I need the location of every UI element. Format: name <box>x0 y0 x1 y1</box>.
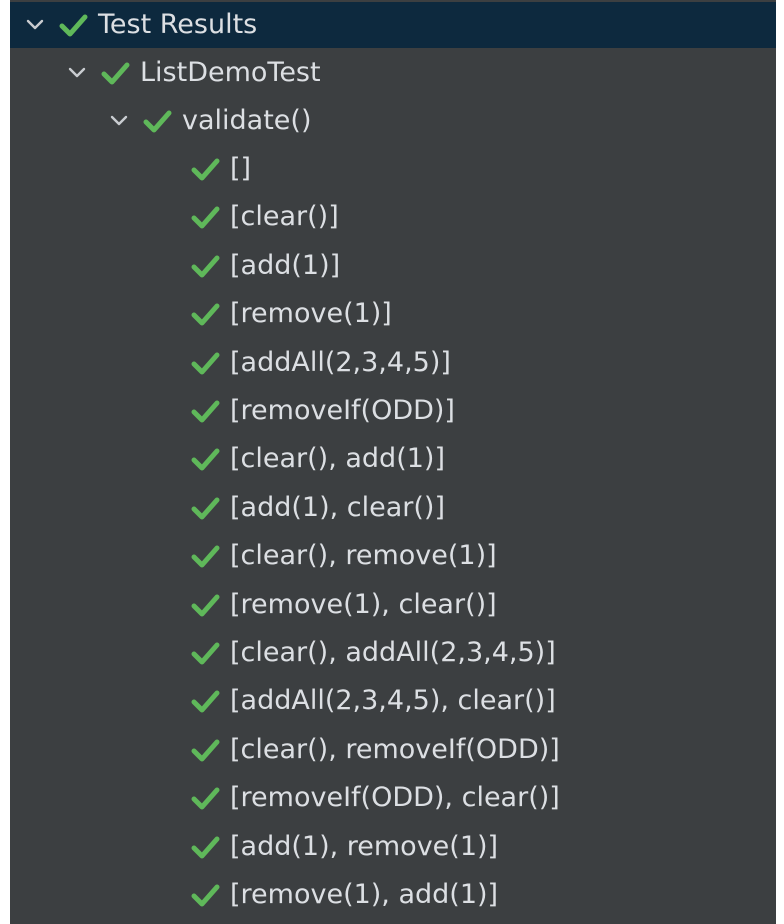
check-icon <box>190 398 220 424</box>
test-case-row[interactable]: [remove(1)] <box>10 290 776 338</box>
chevron-down-icon[interactable] <box>22 12 48 38</box>
test-case-row[interactable]: [clear(), remove(1)] <box>10 532 776 580</box>
test-case-label: [] <box>230 153 252 184</box>
test-case-label: [addAll(2,3,4,5), clear()] <box>230 685 556 717</box>
test-case-row[interactable]: [removeIf(ODD)] <box>10 387 776 435</box>
test-case-row[interactable]: [addAll(2,3,4,5)] <box>10 339 776 387</box>
tree-node-label: validate() <box>182 105 312 136</box>
tree-node-test-results[interactable]: Test Results <box>10 2 776 48</box>
check-icon <box>190 350 220 376</box>
check-icon <box>190 543 220 569</box>
check-icon <box>190 737 220 763</box>
check-icon <box>190 156 220 182</box>
check-icon <box>58 12 88 38</box>
check-icon <box>190 592 220 618</box>
tree-node-label: Test Results <box>98 9 258 40</box>
test-case-row[interactable]: [clear()] <box>10 193 776 241</box>
test-case-row[interactable]: [remove(1), clear()] <box>10 581 776 629</box>
check-icon <box>100 60 130 86</box>
chevron-down-icon[interactable] <box>64 60 90 86</box>
test-case-label: [removeIf(ODD), clear()] <box>230 782 560 814</box>
test-case-label: [remove(1)] <box>230 298 392 330</box>
test-case-row[interactable]: [remove(1), add(1)] <box>10 871 776 919</box>
check-icon <box>190 204 220 230</box>
test-case-row[interactable]: [removeIf(ODD), clear()] <box>10 774 776 822</box>
test-case-label: [clear(), remove(1)] <box>230 540 497 572</box>
test-case-label: [clear(), removeIf(ODD)] <box>230 733 560 765</box>
check-icon <box>190 834 220 860</box>
tree-node-validate[interactable]: validate() <box>10 97 776 145</box>
test-case-row[interactable]: [add(1), remove(1)] <box>10 823 776 871</box>
test-case-label: [add(1), clear()] <box>230 491 445 523</box>
test-case-row[interactable]: [] <box>10 145 776 193</box>
test-case-label: [remove(1), add(1)] <box>230 879 499 910</box>
test-case-label: [remove(1), clear()] <box>230 588 497 620</box>
tree-node-label: ListDemoTest <box>140 57 321 88</box>
tree-node-listdemotest[interactable]: ListDemoTest <box>10 49 776 97</box>
check-icon <box>190 688 220 714</box>
test-case-row[interactable]: [clear(), removeIf(ODD)] <box>10 726 776 774</box>
test-case-label: [addAll(2,3,4,5)] <box>230 346 451 378</box>
test-case-row[interactable]: [add(1)] <box>10 242 776 290</box>
check-icon <box>190 785 220 811</box>
test-case-row[interactable]: [add(1), clear()] <box>10 484 776 532</box>
check-icon <box>190 301 220 327</box>
check-icon <box>190 446 220 472</box>
check-icon <box>190 640 220 666</box>
test-case-row[interactable]: [addAll(2,3,4,5), clear()] <box>10 677 776 725</box>
test-case-label: [add(1)] <box>230 249 341 281</box>
check-icon <box>190 253 220 279</box>
test-case-label: [clear(), add(1)] <box>230 443 445 475</box>
chevron-down-icon[interactable] <box>106 108 132 134</box>
check-icon <box>190 495 220 521</box>
test-case-label: [clear()] <box>230 201 339 233</box>
test-case-label: [add(1), remove(1)] <box>230 830 499 862</box>
check-icon <box>190 882 220 908</box>
check-icon <box>142 108 172 134</box>
test-case-row[interactable]: [clear(), add(1)] <box>10 435 776 483</box>
test-case-label: [clear(), addAll(2,3,4,5)] <box>230 637 556 668</box>
test-case-row[interactable]: [clear(), addAll(2,3,4,5)] <box>10 629 776 677</box>
test-case-label: [removeIf(ODD)] <box>230 395 455 426</box>
test-results-panel: Test Results ListDemoTest validate() [] [… <box>10 0 776 924</box>
